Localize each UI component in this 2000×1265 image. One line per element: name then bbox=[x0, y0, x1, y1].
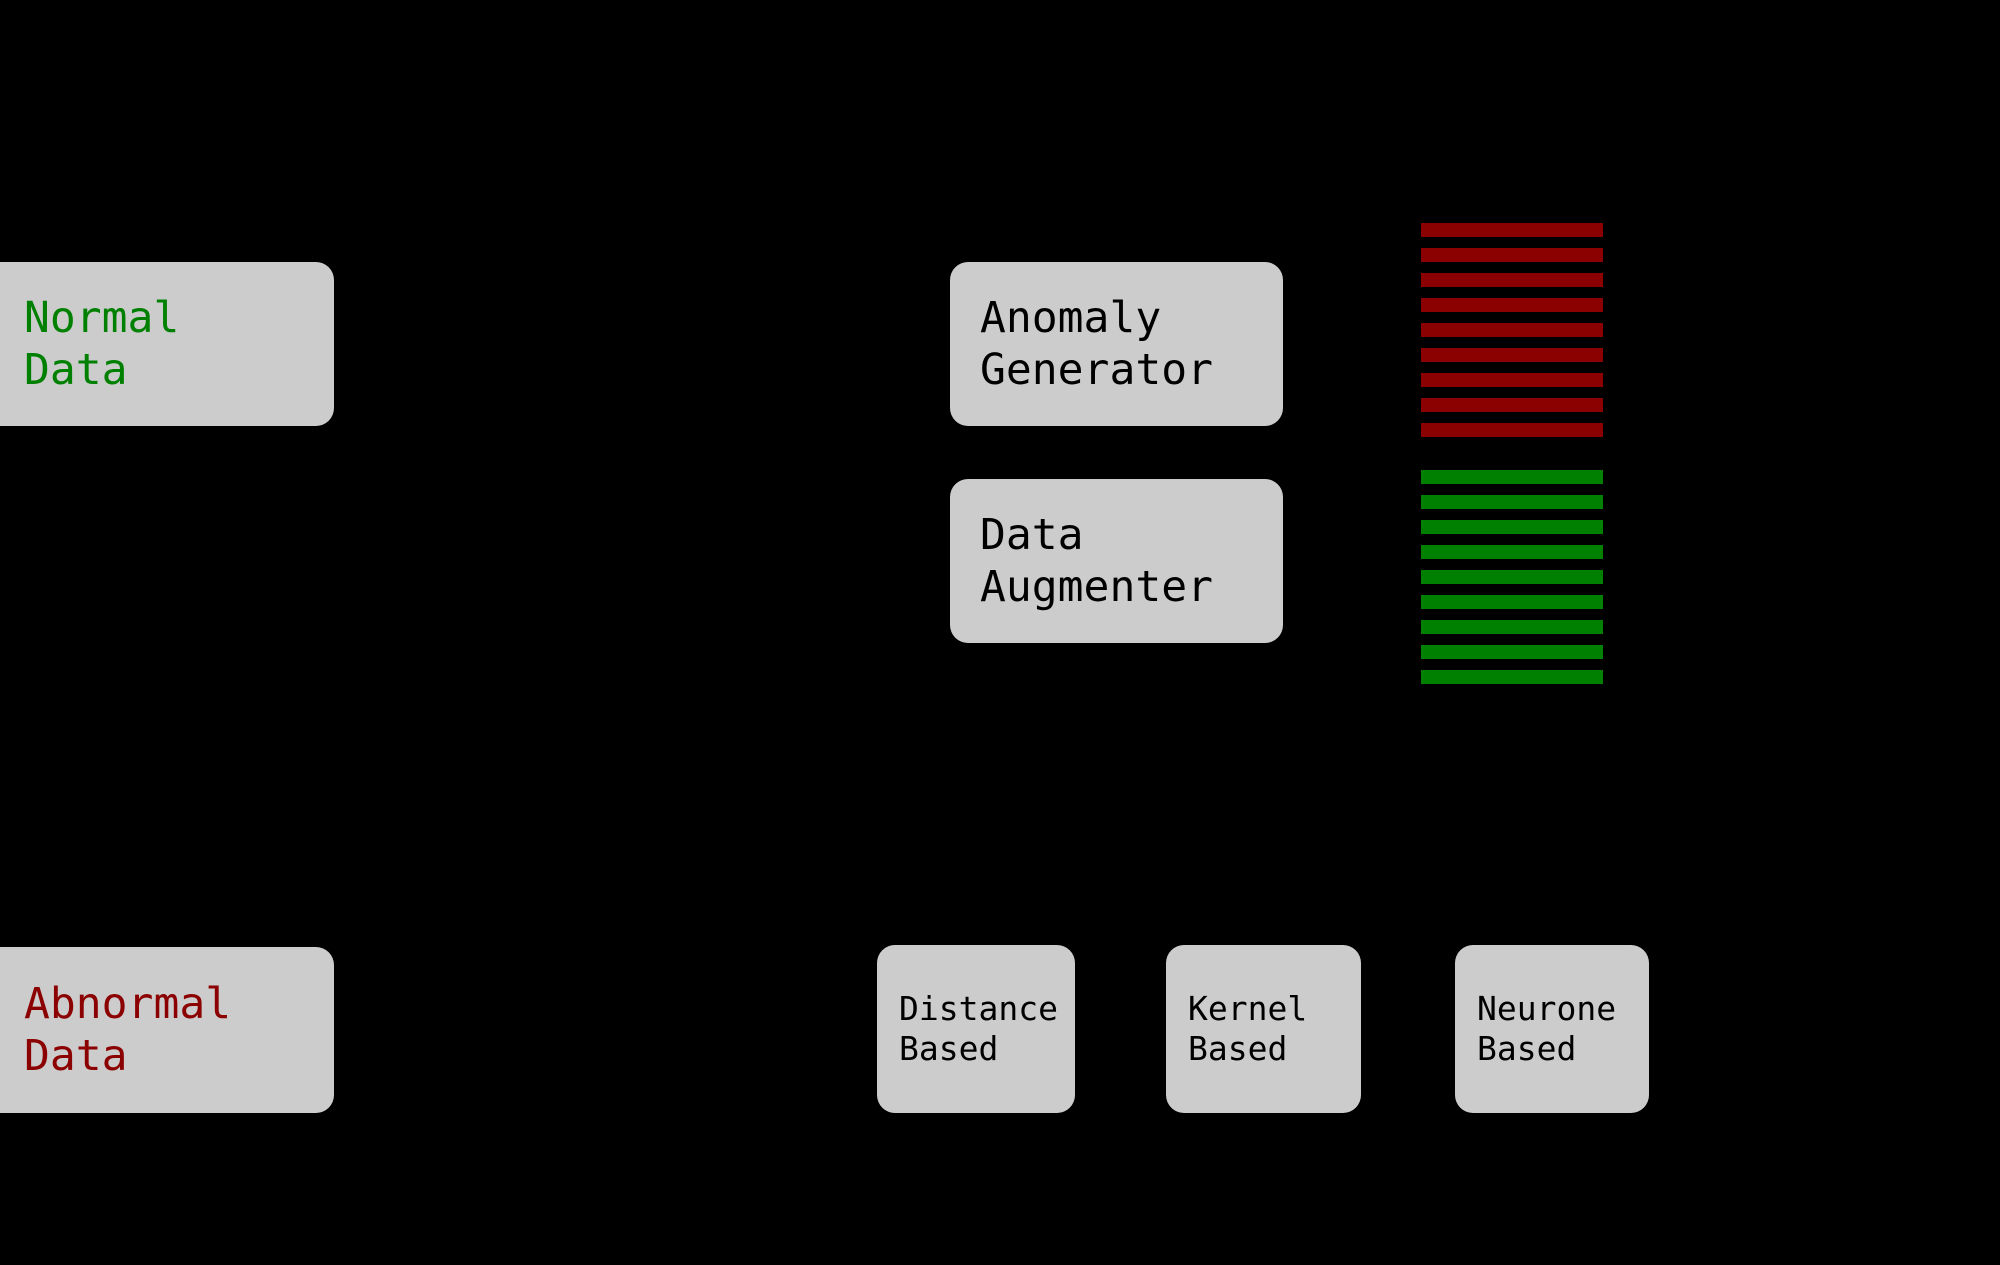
node-neurone-based-line1: Neurone bbox=[1477, 988, 1617, 1028]
node-abnormal-data-line2: Data bbox=[24, 1031, 128, 1081]
node-kernel-based[interactable]: Kernel Based bbox=[1166, 945, 1361, 1113]
sample-stripe-abnormal-3 bbox=[1421, 273, 1603, 287]
node-neurone-based[interactable]: Neurone Based bbox=[1455, 945, 1649, 1113]
sample-stripe-abnormal-8 bbox=[1421, 398, 1603, 412]
node-normal-data[interactable]: Normal Data bbox=[0, 262, 334, 426]
sample-stripe-normal-3 bbox=[1421, 520, 1603, 534]
sample-stripe-normal-1 bbox=[1421, 470, 1603, 484]
sample-stripe-abnormal-2 bbox=[1421, 248, 1603, 262]
node-distance-based-line2: Based bbox=[899, 1029, 999, 1068]
node-normal-data-line2: Data bbox=[24, 345, 128, 395]
node-distance-based[interactable]: Distance Based bbox=[877, 945, 1075, 1113]
node-anomaly-generator-line1: Anomaly bbox=[980, 292, 1162, 343]
sample-stripe-abnormal-9 bbox=[1421, 423, 1603, 437]
node-distance-based-line1: Distance bbox=[899, 988, 1058, 1028]
node-abnormal-data[interactable]: Abnormal Data bbox=[0, 947, 334, 1113]
sample-stripe-normal-9 bbox=[1421, 670, 1603, 684]
sample-stripe-normal-4 bbox=[1421, 545, 1603, 559]
node-data-augmenter-line1: Data bbox=[980, 509, 1084, 560]
node-kernel-based-line1: Kernel bbox=[1188, 988, 1308, 1028]
node-data-augmenter[interactable]: Data Augmenter bbox=[950, 479, 1283, 643]
node-abnormal-data-line1: Abnormal bbox=[24, 978, 232, 1029]
sample-stripe-abnormal-7 bbox=[1421, 373, 1603, 387]
node-anomaly-generator[interactable]: Anomaly Generator bbox=[950, 262, 1283, 426]
sample-stripe-abnormal-1 bbox=[1421, 223, 1603, 237]
node-normal-data-line1: Normal bbox=[24, 292, 180, 343]
node-neurone-based-line2: Based bbox=[1477, 1029, 1577, 1068]
sample-stripe-normal-7 bbox=[1421, 620, 1603, 634]
node-anomaly-generator-line2: Generator bbox=[980, 345, 1213, 395]
node-data-augmenter-line2: Augmenter bbox=[980, 562, 1213, 612]
sample-stripe-abnormal-5 bbox=[1421, 323, 1603, 337]
sample-stripe-normal-6 bbox=[1421, 595, 1603, 609]
node-kernel-based-line2: Based bbox=[1188, 1029, 1288, 1068]
sample-stripe-normal-8 bbox=[1421, 645, 1603, 659]
sample-stripe-abnormal-4 bbox=[1421, 298, 1603, 312]
sample-stripe-normal-5 bbox=[1421, 570, 1603, 584]
sample-stripe-stack bbox=[1421, 218, 1603, 684]
sample-stripe-normal-2 bbox=[1421, 495, 1603, 509]
sample-stripe-abnormal-6 bbox=[1421, 348, 1603, 362]
